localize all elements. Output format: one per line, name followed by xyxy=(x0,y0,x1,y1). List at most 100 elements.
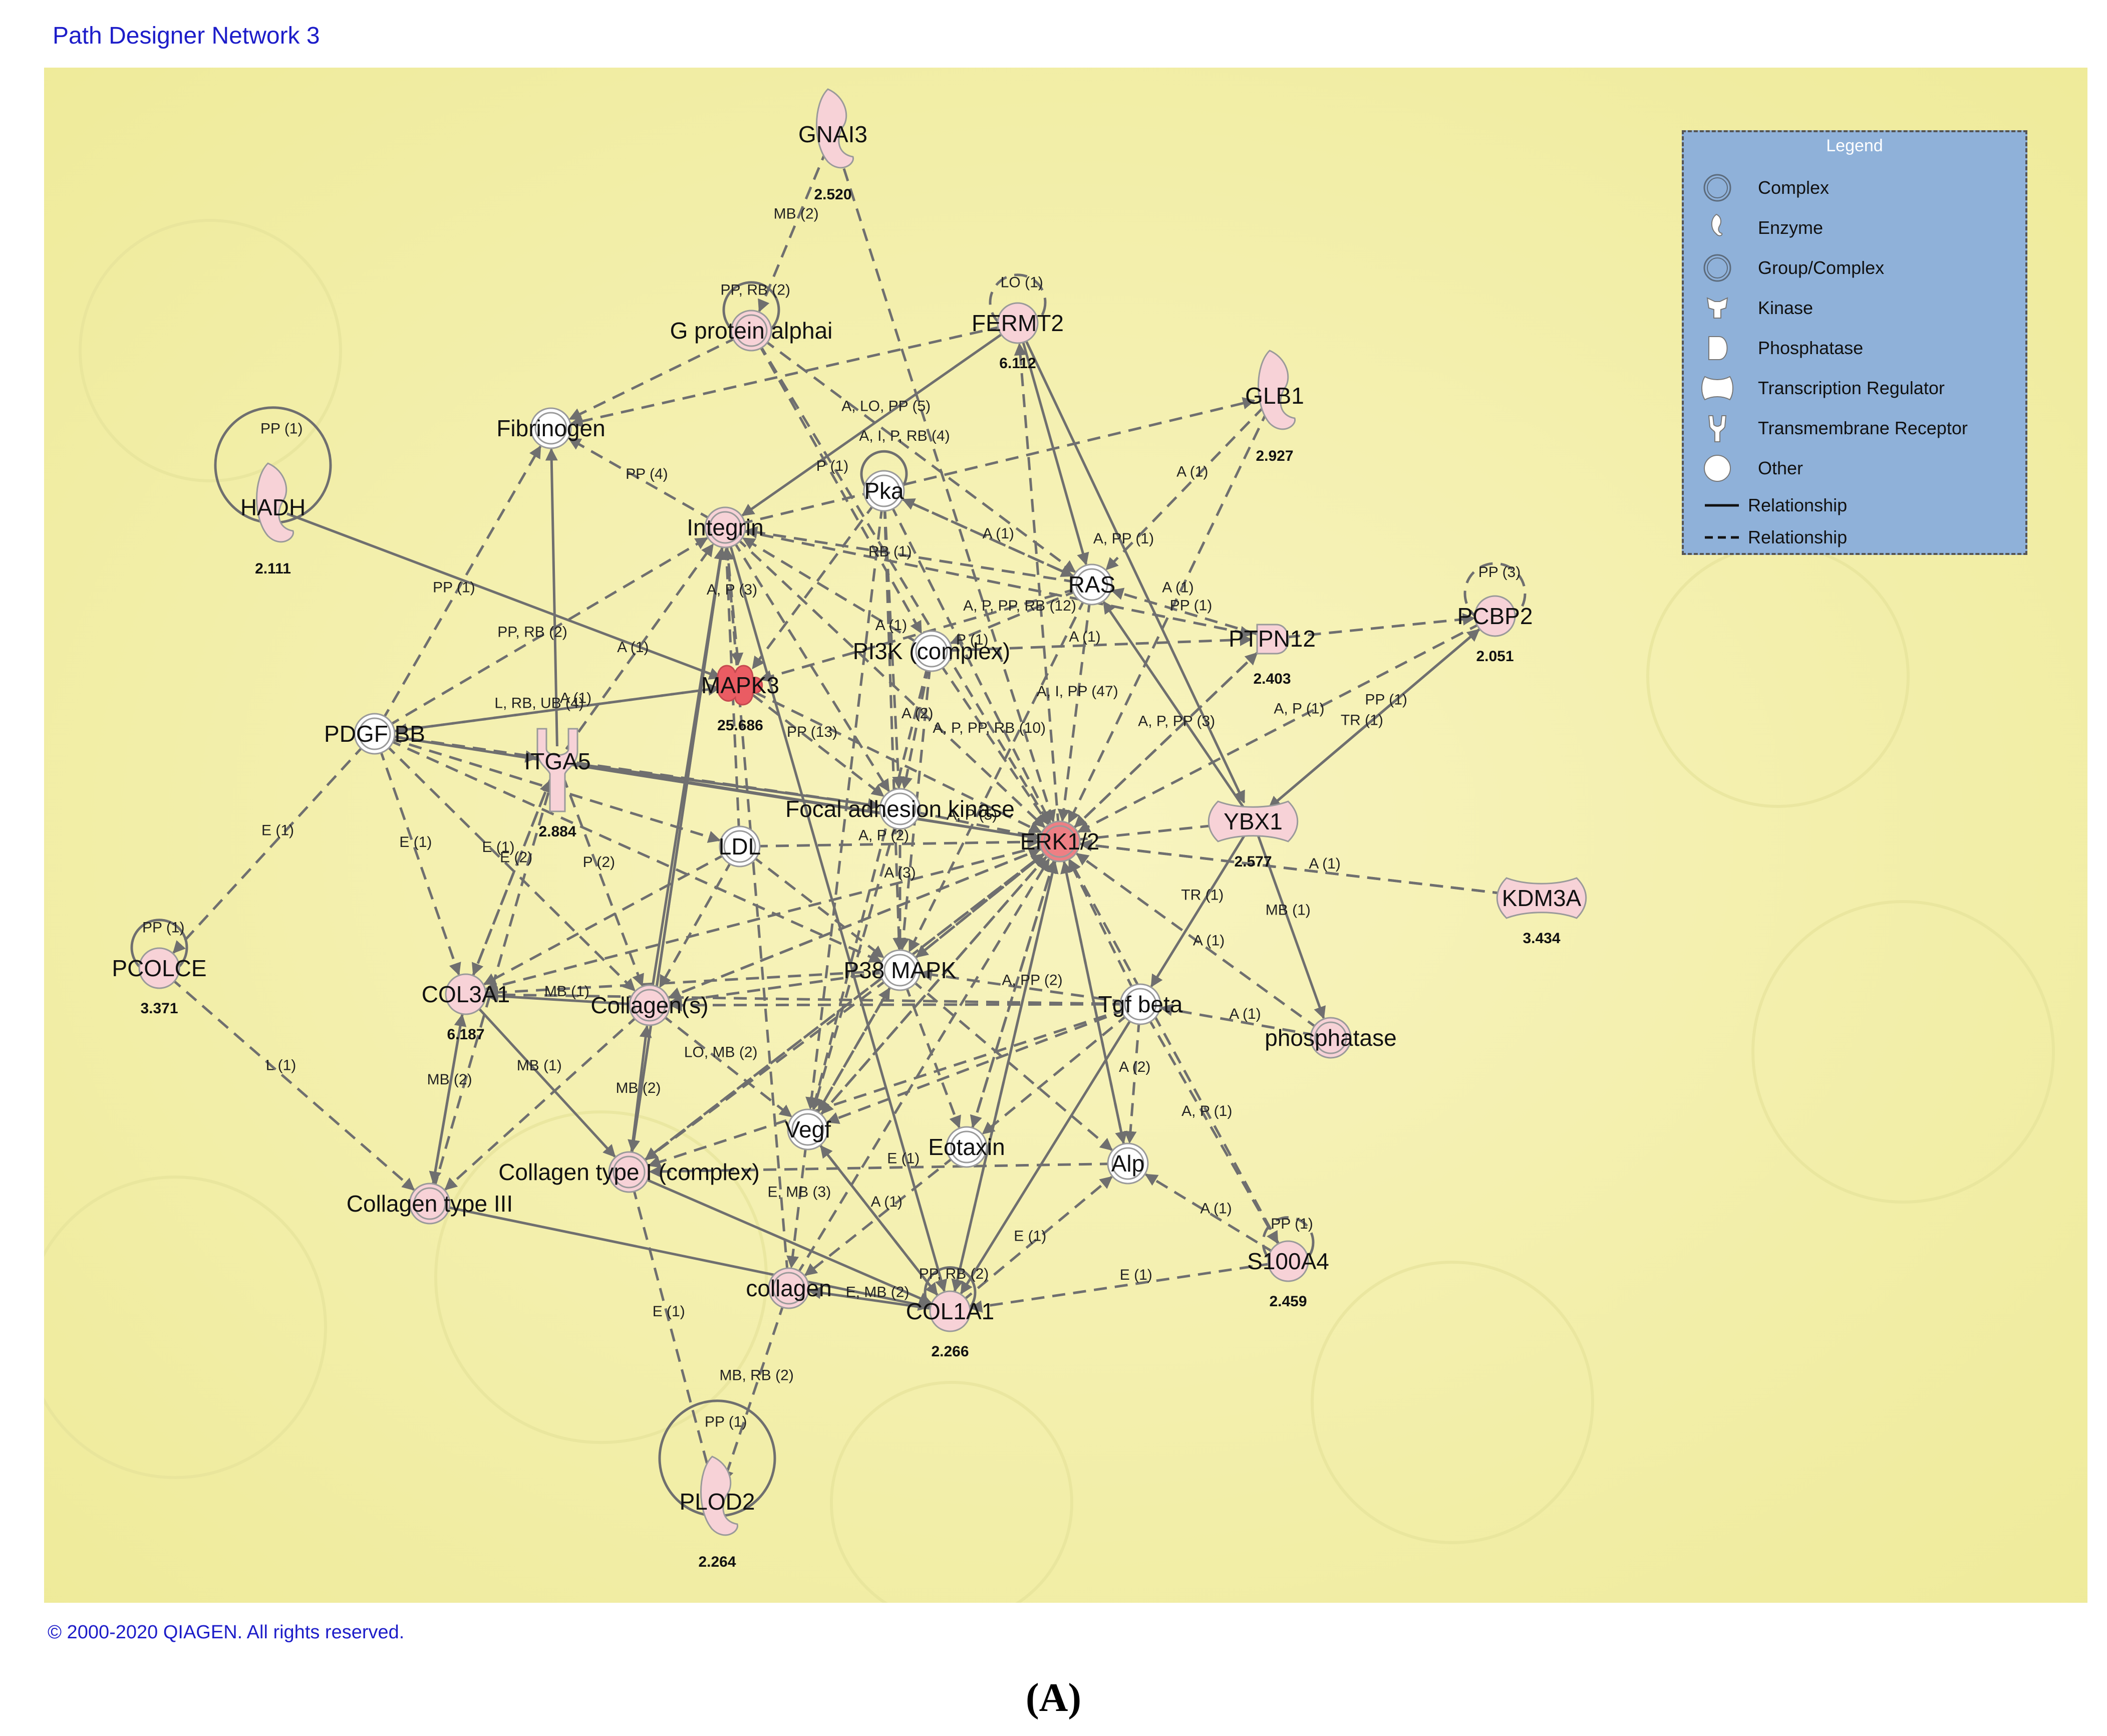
node-phosphatase[interactable]: phosphatase xyxy=(1265,1017,1397,1059)
edge-label: A, PP (1) xyxy=(1093,530,1154,547)
edge-fermt2-to-fibrinogen xyxy=(570,325,1004,428)
edge-itga5-to-fibrinogen xyxy=(545,448,558,747)
edge-label: PP (1) xyxy=(1170,597,1212,614)
node-g-protein-alphai[interactable]: G protein alphai xyxy=(670,310,833,352)
edge-tgf-beta-to-erk1-2 xyxy=(1068,859,1135,992)
edge-label: MB (1) xyxy=(544,983,589,1000)
node-label: HADH xyxy=(240,494,306,520)
edge-glb1-to-erk1-2 xyxy=(1067,408,1270,824)
node-label: Vegf xyxy=(785,1116,831,1142)
node-collagen[interactable]: collagen xyxy=(746,1267,832,1309)
node-label: LDL xyxy=(719,833,761,859)
legend-item-label: Relationship xyxy=(1748,527,1848,547)
node-value: 2.111 xyxy=(255,560,291,577)
complex-icon xyxy=(1695,170,1740,205)
edge-collagen-s-to-vegf xyxy=(661,1013,792,1118)
node-value: 2.577 xyxy=(1234,853,1272,870)
edge-erk1-2-to-ptpn12 xyxy=(1069,652,1258,832)
node-alp[interactable]: Alp xyxy=(1107,1142,1149,1185)
node-focal-adhesion-kinase[interactable]: Focal adhesion kinase xyxy=(785,788,1015,830)
legend-item-transmembrane-receptor: Transmembrane Receptor xyxy=(1684,411,2025,446)
edge-label: A (1) xyxy=(871,1194,902,1210)
edge-focal-adhesion-kinase-to-erk1-2 xyxy=(914,810,1041,841)
edge-g-protein-alphai-to-erk1-2 xyxy=(758,343,1050,825)
edge-pka-to-mapk3 xyxy=(751,502,876,670)
edge-col1a1-to-collagen xyxy=(808,1286,936,1311)
node-label: PDGF BB xyxy=(324,721,425,747)
node-eotaxin[interactable]: Eotaxin xyxy=(928,1126,1005,1168)
edge-pi3k-complex-to-ptpn12 xyxy=(946,633,1253,652)
legend-item-label: Complex xyxy=(1758,177,1830,198)
edge-vegf-to-p38-mapk xyxy=(814,987,891,1117)
edge-collagen-type-i-complex-to-integrin xyxy=(630,547,727,1158)
edge-p38-mapk-to-eotaxin xyxy=(904,984,961,1129)
node-ybx1[interactable]: YBX1 2.577 xyxy=(1208,800,1299,870)
node-ras[interactable]: RAS xyxy=(1068,563,1116,606)
node-label: Tgf beta xyxy=(1098,991,1183,1017)
edge-label: E (1) xyxy=(1014,1228,1046,1244)
receptor-icon xyxy=(1695,411,1740,446)
edge-alp-to-erk1-2 xyxy=(1060,860,1126,1149)
edge-label: E (2) xyxy=(500,849,532,865)
node-label: phosphatase xyxy=(1265,1025,1396,1051)
node-fibrinogen[interactable]: Fibrinogen xyxy=(496,407,606,449)
node-tgf-beta[interactable]: Tgf beta xyxy=(1098,983,1183,1025)
edge-integrin-to-glb1 xyxy=(739,397,1256,525)
edge-label: A, P (1) xyxy=(1274,701,1324,717)
edge-ptpn12-to-pcbp2 xyxy=(1287,613,1475,639)
node-erk1-2[interactable]: ERK1/2 xyxy=(1020,820,1100,862)
edge-itga5-to-collagen-s xyxy=(561,775,644,987)
edge-p38-mapk-to-col3a1 xyxy=(485,970,885,999)
legend-item-transcription-regulator: Transcription Regulator xyxy=(1684,371,2025,406)
edge-ras-to-pka xyxy=(902,498,1079,580)
solid-line-icon xyxy=(1695,488,1740,523)
node-vegf[interactable]: Vegf xyxy=(785,1108,831,1150)
edge-label: PP (1) xyxy=(260,421,303,437)
node-pka[interactable]: Pka xyxy=(863,470,905,512)
node-label: Focal adhesion kinase xyxy=(785,796,1015,822)
node-collagen-type-iii[interactable]: Collagen type III xyxy=(347,1183,513,1225)
node-hadh[interactable]: HADH 2.111 xyxy=(240,462,306,577)
node-label: Collagen type III xyxy=(347,1191,513,1217)
edge-label: LO, MB (2) xyxy=(684,1044,758,1061)
edge-label: A, P (2) xyxy=(858,827,909,844)
edge-focal-adhesion-kinase-to-vegf xyxy=(810,823,897,1111)
node-p38-mapk[interactable]: P38 MAPK xyxy=(844,949,957,991)
node-collagen-s[interactable]: Collagen(s) xyxy=(590,984,709,1026)
edge-label: E (1) xyxy=(399,834,432,850)
legend-item-phosphatase: Phosphatase xyxy=(1684,331,2025,366)
edge-glb1-to-ras xyxy=(1105,405,1265,570)
edge-label: E (1) xyxy=(1120,1267,1152,1283)
edge-label: A (1) xyxy=(1193,933,1225,949)
edge-itga5-to-erk1-2 xyxy=(572,762,1040,843)
legend-item-label: Relationship xyxy=(1748,495,1848,515)
node-ldl[interactable]: LDL xyxy=(719,825,761,867)
node-label: S100A4 xyxy=(1247,1248,1329,1274)
node-integrin[interactable]: Integrin xyxy=(687,506,764,548)
node-label: YBX1 xyxy=(1224,808,1283,834)
edge-p38-mapk-to-erk1-2 xyxy=(911,853,1045,962)
node-value: 2.927 xyxy=(1256,448,1293,464)
node-pi3k-complex[interactable]: PI3K (complex) xyxy=(853,630,1010,672)
node-collagen-type-i-complex[interactable]: Collagen type I (complex) xyxy=(498,1151,760,1193)
edge-erk1-2-to-col3a1 xyxy=(485,844,1046,993)
edge-tgf-beta-to-col1a1 xyxy=(960,1016,1134,1295)
edge-col3a1-to-collagen-type-i-complex xyxy=(475,1004,616,1158)
edge-tgf-beta-to-collagen-s xyxy=(669,999,1126,1012)
node-pdgf-bb[interactable]: PDGF BB xyxy=(324,713,425,755)
node-value: 2.266 xyxy=(931,1343,969,1360)
legend-item-label: Group/Complex xyxy=(1758,257,1885,278)
